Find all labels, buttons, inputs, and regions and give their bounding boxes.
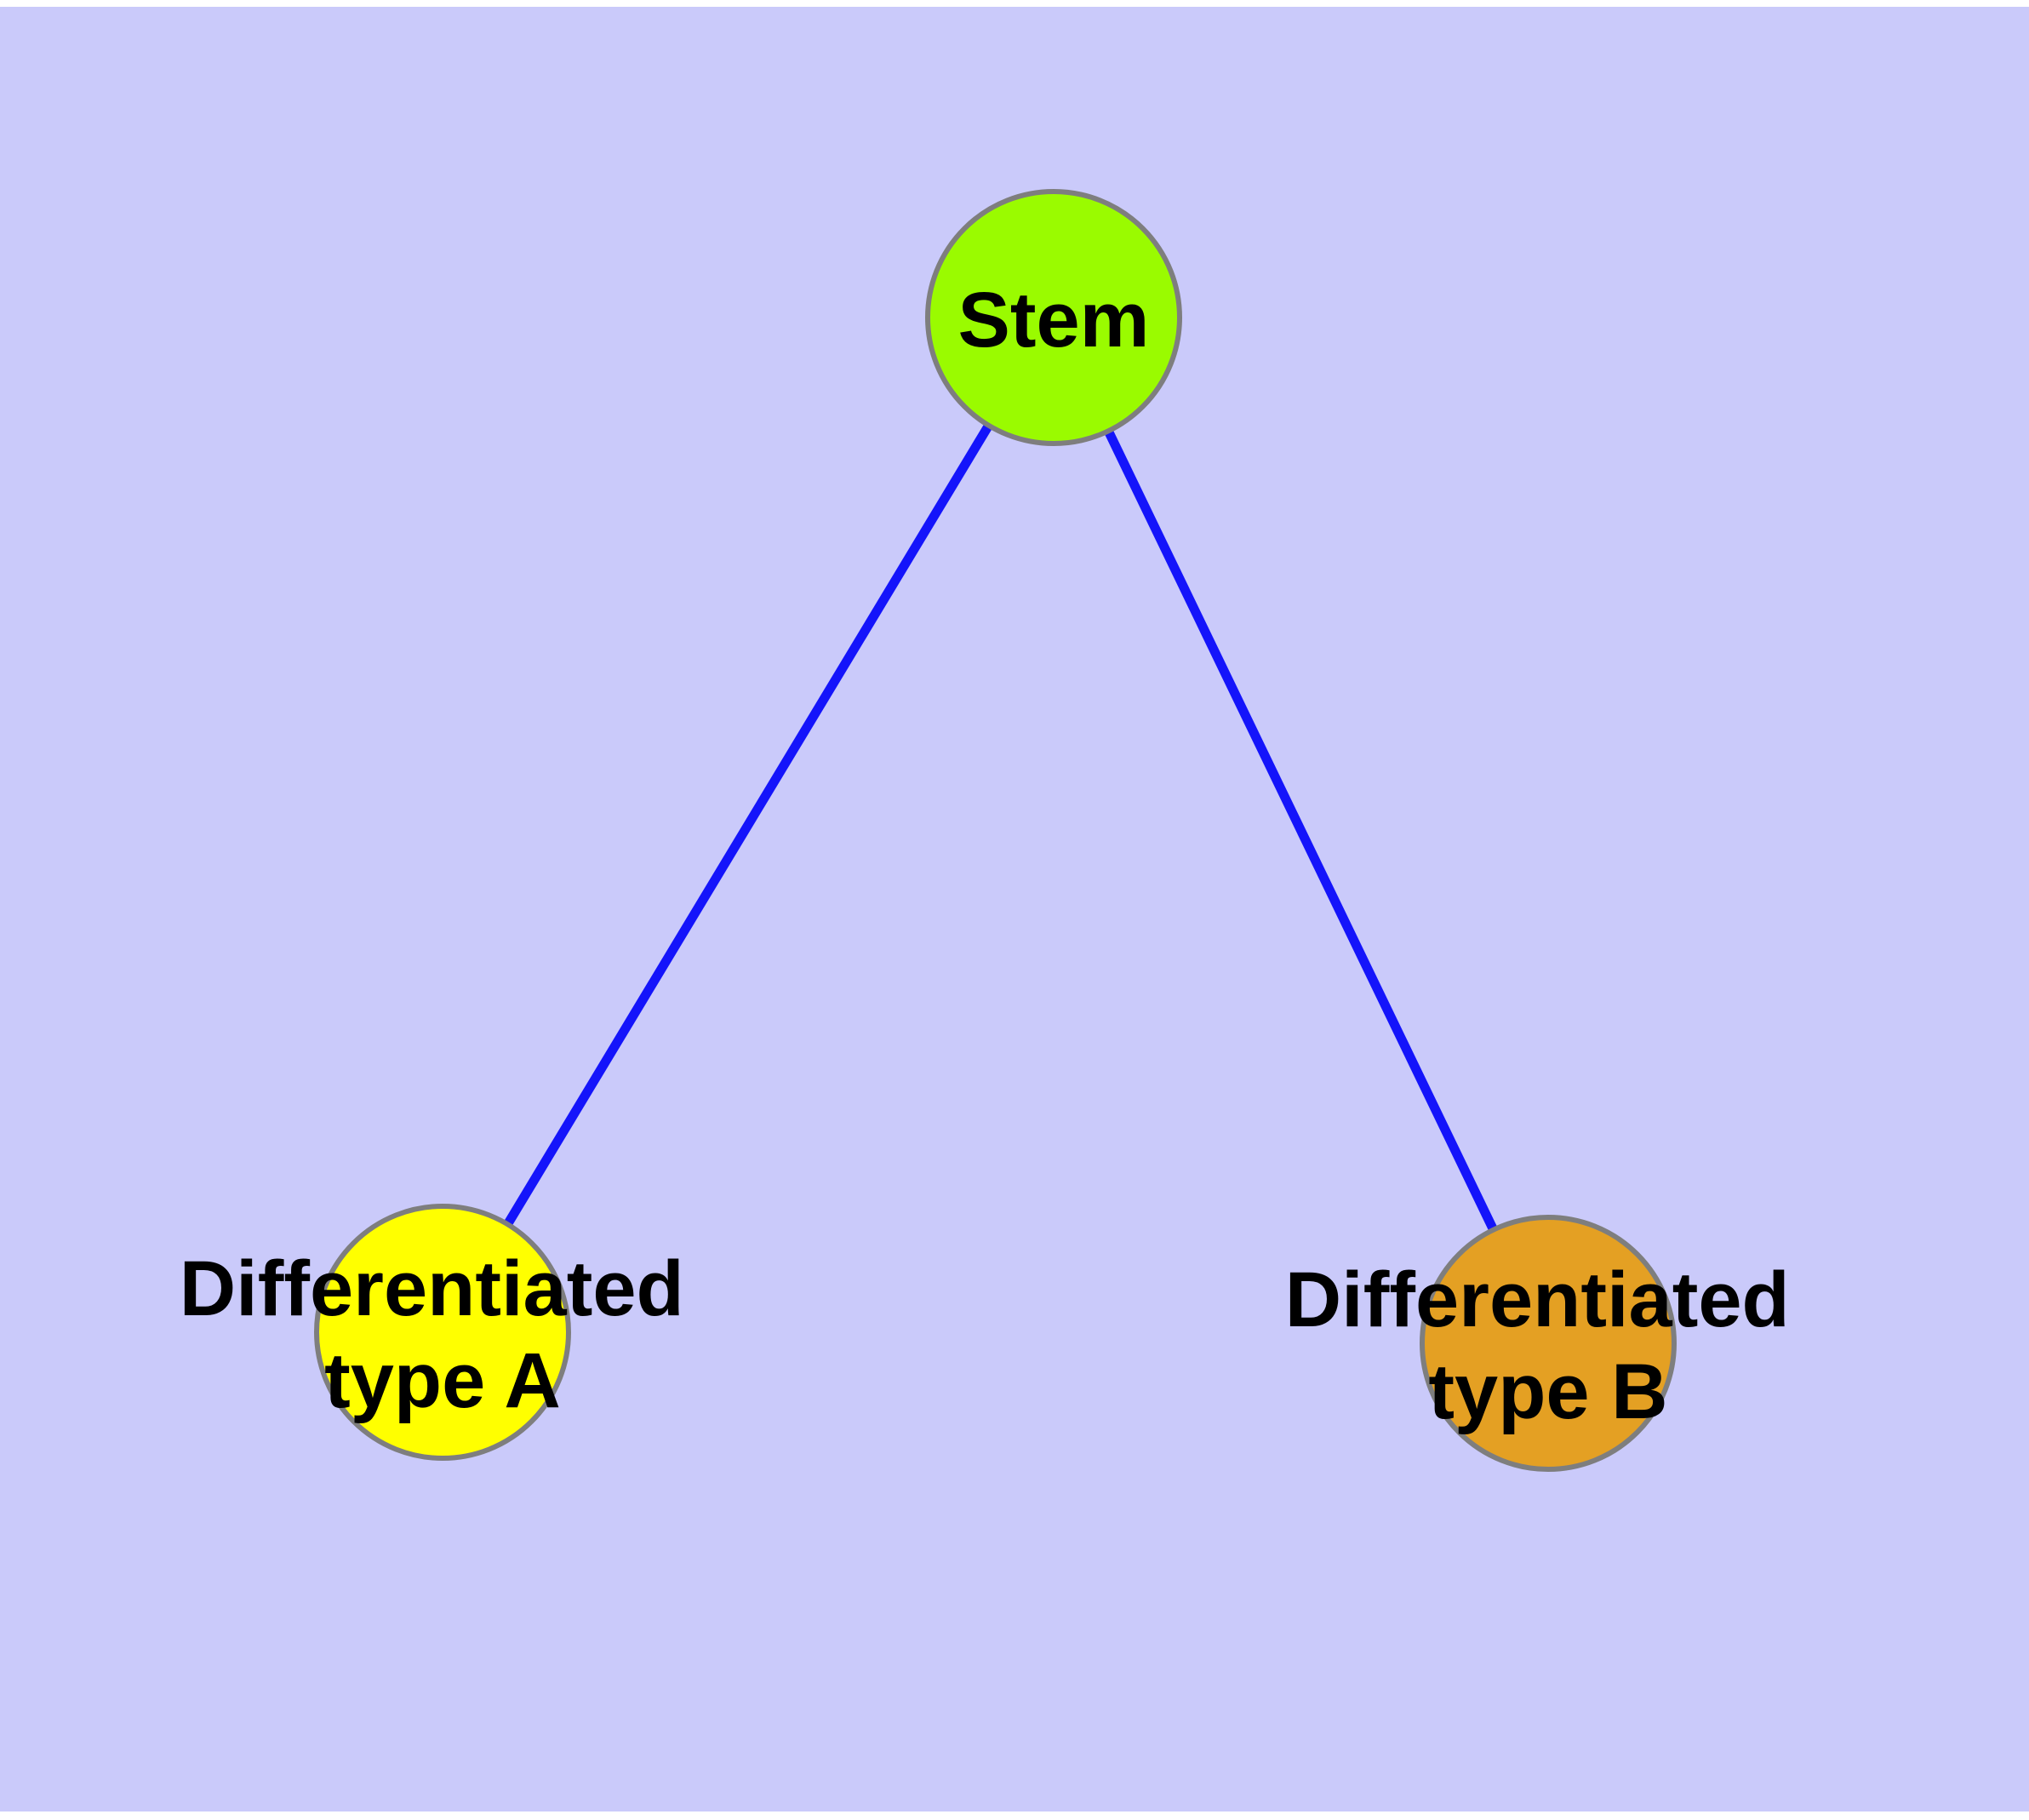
node-type-a-label-line1: Differentiated [180, 1245, 684, 1332]
node-type-a-label-line2: type A [324, 1337, 561, 1424]
node-type-a: Differentiated type A [180, 1204, 706, 1461]
node-type-b-label-line1: Differentiated [1285, 1256, 1790, 1343]
node-type-b-circle [1420, 1215, 1677, 1472]
node-type-a-label: Differentiated type A [180, 1245, 706, 1424]
node-type-b: Differentiated type B [1285, 1215, 1812, 1472]
edge-stem-to-type-b [1049, 315, 1552, 1346]
node-stem-circle [925, 189, 1182, 446]
edge-stem-to-type-a [438, 315, 1058, 1335]
node-type-a-circle [314, 1204, 571, 1461]
node-type-b-label-line2: type B [1428, 1348, 1667, 1435]
node-type-b-label: Differentiated type B [1285, 1256, 1812, 1435]
node-stem: Stem [925, 189, 1182, 446]
node-stem-label: Stem [958, 277, 1150, 363]
